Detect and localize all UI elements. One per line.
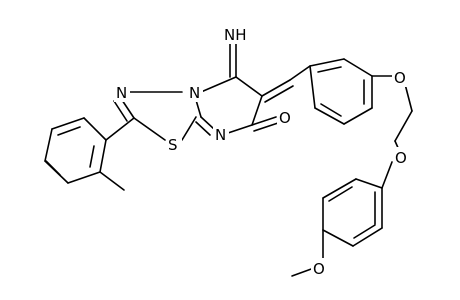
bond-ch2-ch2 [394,110,413,142]
atom-ether-o-2: O [395,149,407,167]
atom-n-left: N [116,84,127,102]
atom-n-lower: N [215,126,226,144]
tolyl-d2 [45,160,61,176]
tolyl-d3 [57,126,81,136]
atom-imine-nh: NH [224,26,247,44]
ph2-4 [322,229,354,247]
ph1-5 [314,107,345,125]
ph1-6 [309,65,316,109]
bond-o1-ch2 [404,83,413,112]
ph2-1 [355,178,383,189]
ph2-5 [352,227,383,247]
bond-c6-ch [261,79,291,97]
atom-ether-o-1: O [394,69,406,87]
atom-labels: NH O N N N S O O O [114,24,409,278]
atom-carbonyl-o: O [279,109,291,127]
tolyl-4 [44,128,53,162]
tolyl-d1 [89,145,95,168]
bond-c7-o-double [253,122,279,132]
ph2-d2 [353,224,376,239]
bond-c2-tolyl [105,117,135,141]
ph1-1 [309,58,345,67]
bond-s-c8a [181,116,197,141]
bond-c6-c7 [251,95,263,126]
ph2-d1 [328,186,353,202]
atom-sulfur: S [168,136,178,154]
tolyl-5 [51,117,85,130]
bond-c5-c6 [235,76,263,97]
bond-n8-c8a-double [195,121,211,136]
bonds [44,43,413,277]
bond-ome-methyl [291,267,315,277]
bond-n3-c2-double [113,100,128,122]
bond-n4-c8a [195,99,202,118]
tolyl-2 [67,171,101,184]
ph1-2 [343,58,373,77]
bond-o2-ph2 [381,161,393,189]
ph1-4 [343,107,373,125]
tolyl-6 [83,117,107,141]
bond-c7-n8 [227,124,253,134]
ph1-d3 [320,103,342,117]
bond-c2-s [133,117,166,141]
bond-c7-o [251,116,277,126]
bond-n8-c8a [200,116,215,130]
ph2-2 [322,178,357,199]
atom-n-bridge: N [189,84,200,102]
ph1-d1 [317,66,342,73]
atom-methoxy-o: O [313,260,325,278]
bond-n4-c5 [200,76,237,93]
bond-ch-ar [289,65,311,81]
tolyl-1 [99,139,107,173]
bond-tolyl-methyl [99,171,125,191]
bond-c6-ch-double [264,85,294,103]
